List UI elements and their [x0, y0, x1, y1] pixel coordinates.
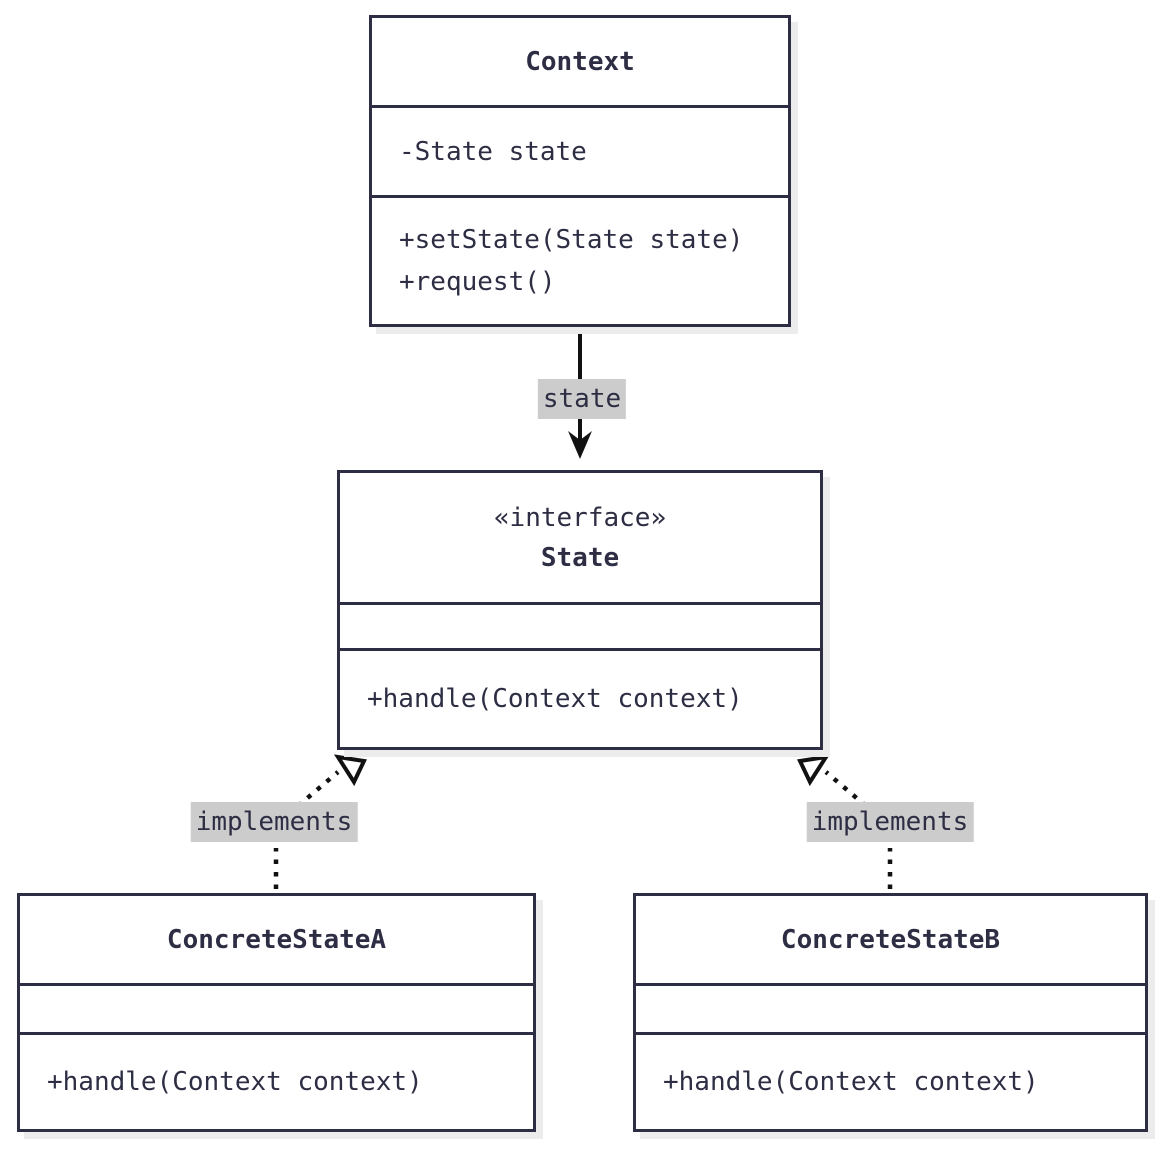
method-line: +request() — [399, 267, 556, 297]
hollow-triangle-icon — [333, 754, 367, 787]
edge-label-implements-left[interactable]: implements — [190, 802, 358, 842]
class-name: ConcreteStateA — [166, 924, 387, 955]
class-name: Context — [525, 46, 635, 77]
hollow-triangle-icon — [797, 754, 831, 787]
class-attributes-section-empty — [340, 602, 820, 648]
arrowhead-icon — [568, 431, 592, 459]
class-box-concrete-state-a[interactable]: ConcreteStateA +handle(Context context) — [17, 893, 536, 1132]
class-name: ConcreteStateB — [780, 924, 1001, 955]
class-attributes-section-empty — [20, 983, 533, 1032]
class-box-context[interactable]: Context -State state +setState(State sta… — [369, 15, 791, 327]
edge-label-implements-right[interactable]: implements — [806, 802, 974, 842]
class-title-section: Context — [372, 18, 788, 105]
class-title-section: «interface» State — [340, 473, 820, 602]
class-title-section: ConcreteStateA — [20, 896, 533, 983]
attribute-line: -State state — [399, 136, 587, 167]
class-title-section: ConcreteStateB — [636, 896, 1145, 983]
class-name: State — [540, 542, 620, 573]
class-box-state-interface[interactable]: «interface» State +handle(Context contex… — [337, 470, 823, 750]
method-line: +setState(State state) — [399, 225, 744, 255]
method-line: +handle(Context context) — [663, 1067, 1039, 1097]
class-stereotype: «interface» — [493, 502, 667, 533]
class-methods-section: +handle(Context context) — [636, 1032, 1145, 1129]
class-attributes-section-empty — [636, 983, 1145, 1032]
class-box-concrete-state-b[interactable]: ConcreteStateB +handle(Context context) — [633, 893, 1148, 1132]
class-attributes-section: -State state — [372, 105, 788, 195]
method-line: +handle(Context context) — [367, 684, 743, 714]
method-line: +handle(Context context) — [47, 1067, 423, 1097]
edge-label-state[interactable]: state — [537, 379, 627, 419]
class-methods-section: +setState(State state) +request() — [372, 195, 788, 324]
class-methods-section: +handle(Context context) — [20, 1032, 533, 1129]
class-methods-section: +handle(Context context) — [340, 648, 820, 747]
